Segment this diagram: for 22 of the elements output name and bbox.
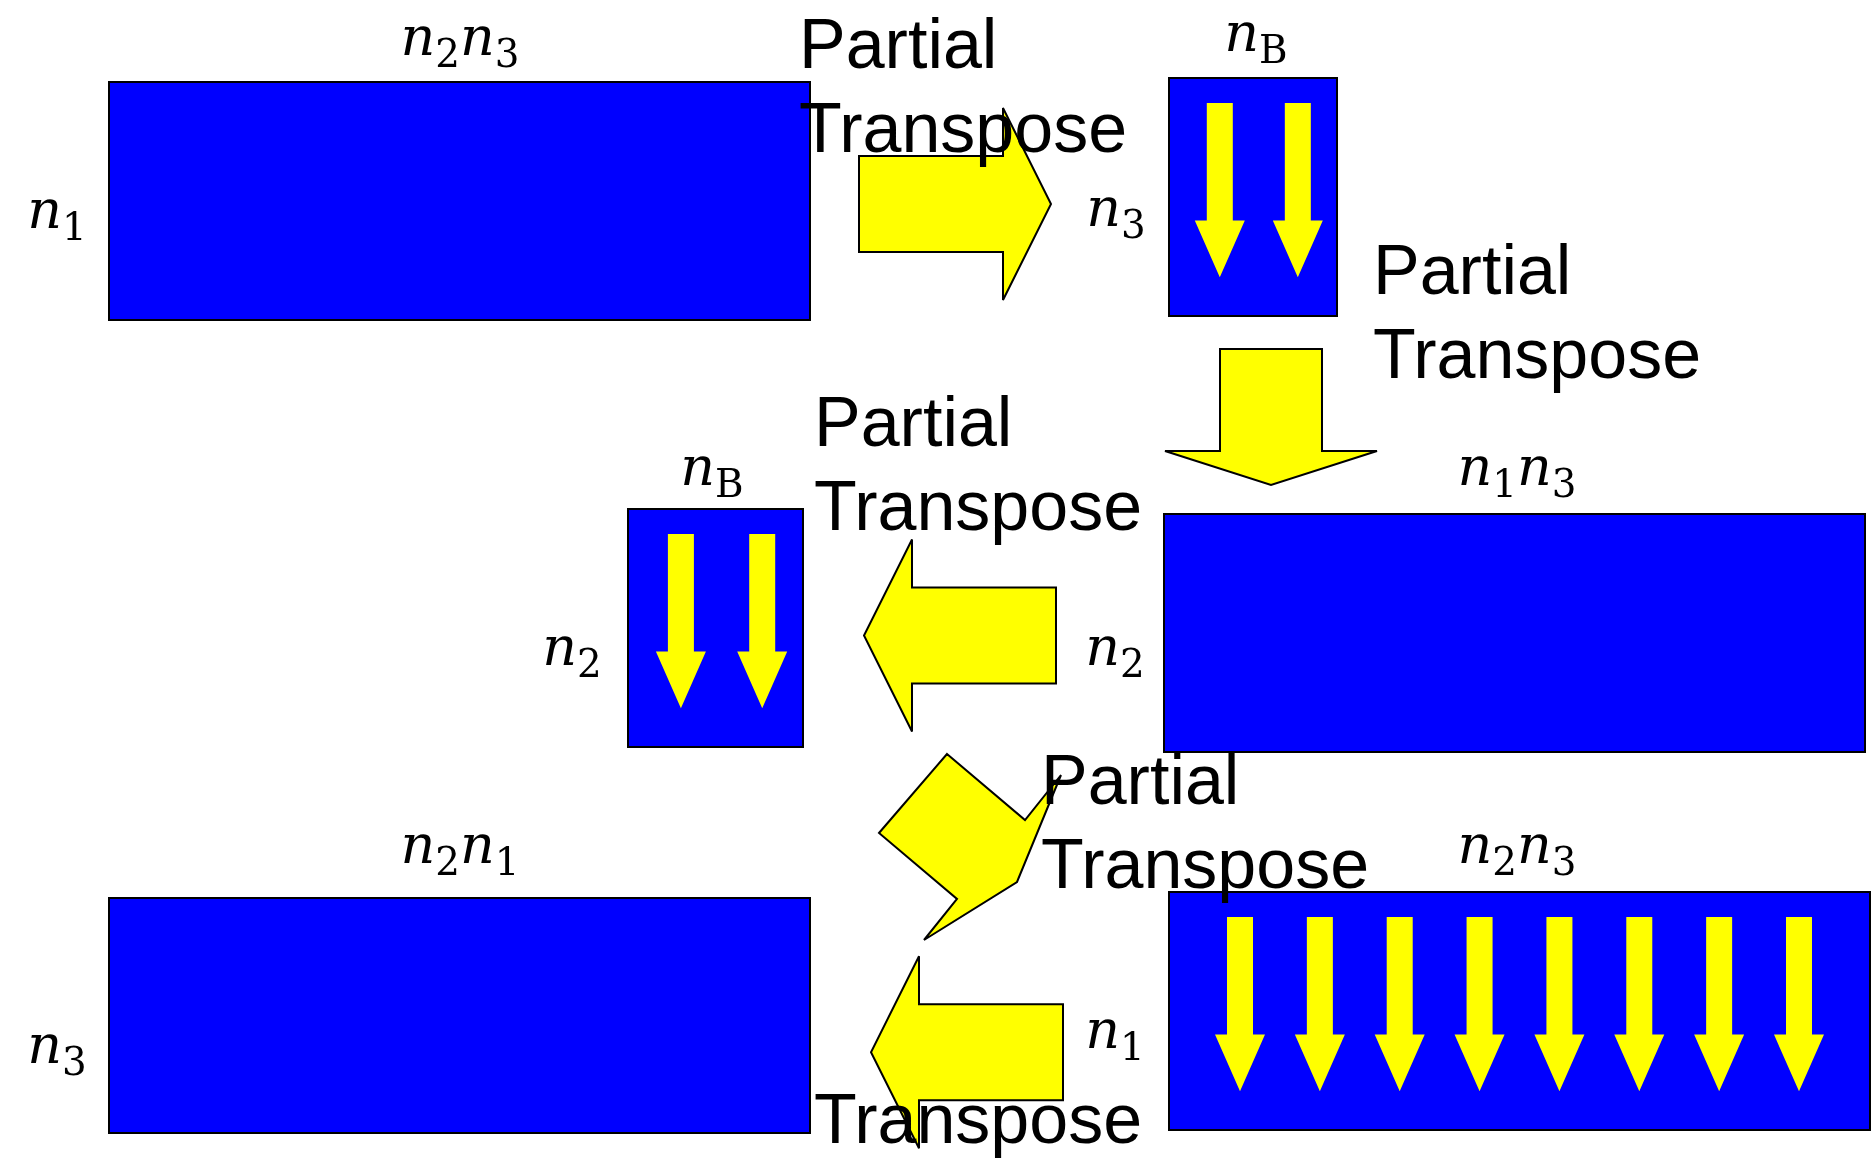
dimension-label: n$_{2}$ — [1085, 620, 1145, 684]
dimension-label: n$_{1}$ — [1085, 1003, 1145, 1067]
dimension-label: n$_{2}$n$_{1}$ — [400, 818, 520, 882]
matrix-block — [108, 897, 811, 1134]
block-arrow — [862, 538, 1057, 733]
dimension-label: n$_{B}$ — [1224, 6, 1288, 70]
edge-label: Partial Transpose — [1373, 230, 1703, 395]
dimension-label: n$_{1}$n$_{3}$ — [1457, 440, 1577, 504]
dimension-label: n$_{2}$n$_{3}$ — [400, 10, 520, 74]
dimension-label: n$_{3}$ — [1086, 181, 1146, 245]
block-arrow — [1164, 348, 1378, 487]
matrix-block — [1163, 513, 1866, 753]
dimension-label: n$_{3}$ — [27, 1018, 87, 1082]
dimension-label: n$_{B}$ — [680, 440, 744, 504]
edge-label: Partial Transpose — [1041, 740, 1371, 905]
matrix-block — [627, 508, 804, 748]
dimension-label: n$_{1}$ — [27, 183, 87, 247]
block-arrow — [877, 752, 1062, 941]
edge-label: Partial Transpose — [814, 382, 1144, 547]
dimension-label: n$_{2}$n$_{3}$ — [1457, 818, 1577, 882]
matrix-block — [1168, 77, 1338, 317]
dimension-label: n$_{2}$ — [542, 620, 602, 684]
